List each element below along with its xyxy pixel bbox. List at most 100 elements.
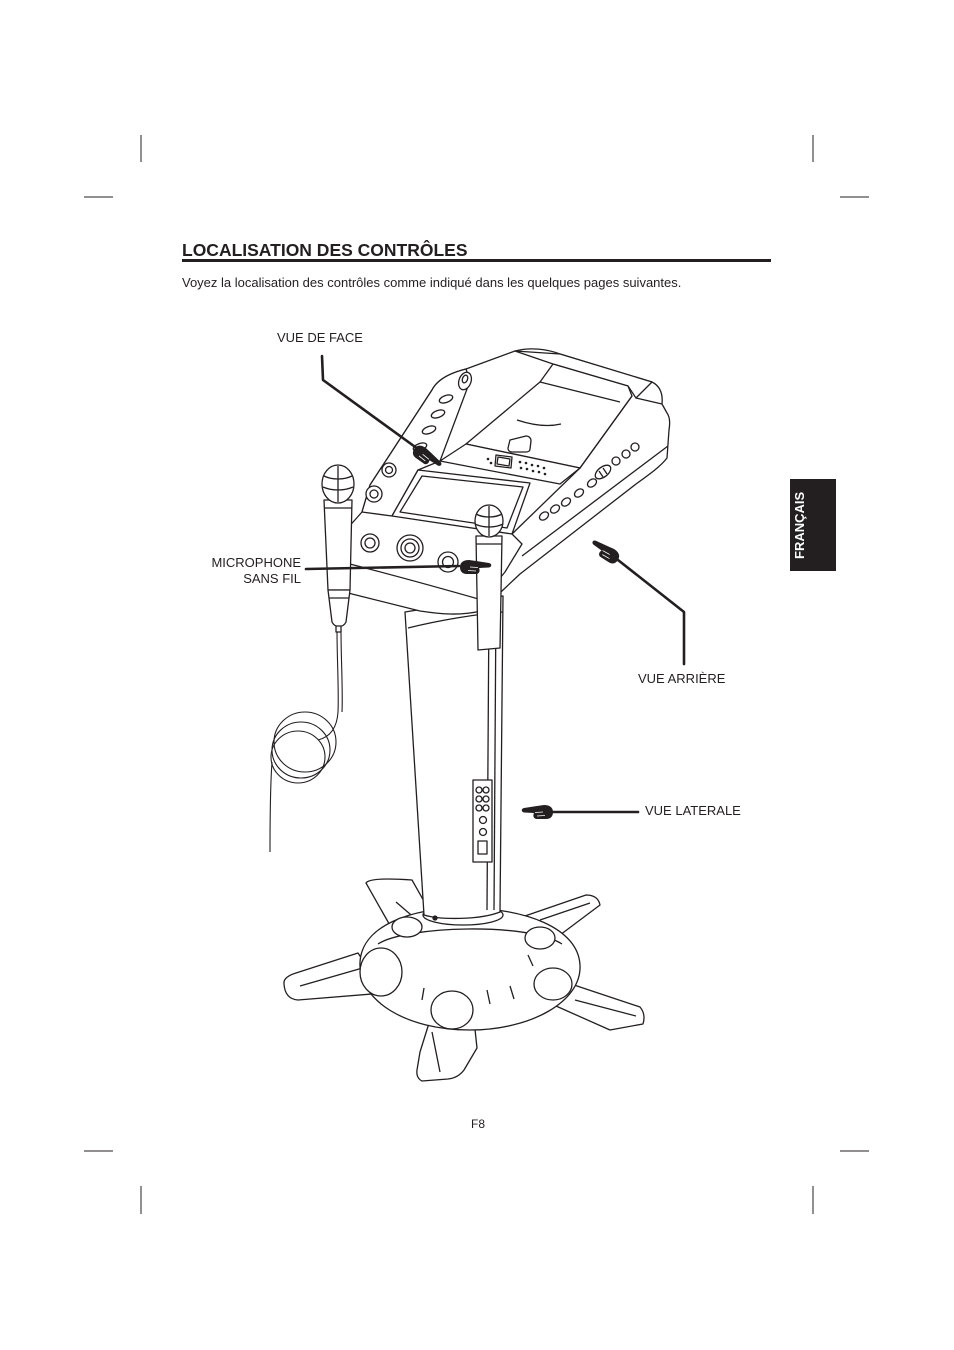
jack — [475, 795, 483, 803]
microphone-grill — [322, 466, 354, 502]
jack — [482, 795, 490, 803]
microphone-body — [323, 499, 353, 591]
crop-marks — [84, 135, 869, 1214]
pointing-hand-icon — [521, 805, 553, 819]
base-knuckle — [524, 926, 556, 950]
knob-center — [364, 537, 376, 549]
base-grip-line — [486, 989, 491, 1005]
control-button — [549, 504, 561, 514]
display-button — [524, 461, 528, 465]
display-button — [519, 466, 523, 470]
disc-lid-edge — [539, 381, 621, 403]
control-button — [438, 394, 454, 404]
stand-column — [404, 595, 504, 921]
control-button — [630, 442, 640, 452]
disc-lid-slot — [516, 419, 562, 427]
wireless-microphone-left — [321, 464, 355, 633]
label-rear-view: VUE ARRIÈRE — [638, 671, 726, 686]
jack — [475, 804, 483, 812]
leader-line-front-view — [320, 354, 420, 451]
microphone-body — [475, 535, 503, 651]
microphone-tip — [335, 625, 342, 633]
jack — [482, 786, 490, 794]
base-knuckle — [533, 967, 573, 1001]
display-button — [486, 457, 490, 461]
knob-center — [369, 489, 379, 499]
hand-detail — [418, 453, 430, 462]
hand-detail — [602, 550, 610, 559]
control-button — [573, 488, 585, 498]
jack — [482, 804, 490, 812]
leader-lines — [304, 354, 686, 814]
display-buttons — [486, 457, 547, 476]
base-knuckle — [359, 947, 403, 997]
base-leg-detail — [299, 966, 367, 987]
control-button — [611, 456, 621, 466]
rocker-detail — [598, 467, 608, 478]
tray-lip — [333, 559, 483, 601]
label-wireless-mic-line1: MICROPHONE — [211, 555, 301, 570]
leader-line-rear-view — [616, 558, 686, 666]
display-button — [531, 469, 535, 473]
base-leg-detail — [574, 999, 637, 1017]
right-face-band — [521, 445, 669, 557]
karaoke-console — [329, 348, 671, 615]
column-side-panel-edge — [493, 597, 497, 911]
language-tab: FRANÇAIS — [790, 479, 836, 571]
display-button — [537, 470, 541, 474]
display-button — [542, 466, 546, 470]
page-title: LOCALISATION DES CONTRÔLES — [182, 240, 468, 260]
wireless-microphone-right — [474, 504, 504, 651]
hand-shape — [412, 445, 442, 466]
jack — [475, 786, 483, 794]
volume-rocker-button — [594, 464, 612, 480]
column-dot — [432, 915, 438, 921]
control-button — [538, 511, 550, 521]
page-number: F8 — [470, 1117, 485, 1131]
intro-text: Voyez la localisation des contrôles comm… — [182, 275, 682, 290]
base-grip-line — [421, 987, 425, 1001]
title-underline — [182, 259, 771, 262]
control-button — [421, 425, 437, 435]
microphone-cord — [269, 629, 343, 853]
base-leg-detail — [431, 1031, 441, 1073]
cord-line — [340, 629, 343, 713]
microphone-grip — [327, 589, 351, 628]
hand-detail — [534, 811, 546, 817]
base-grip-line — [509, 985, 515, 1000]
microphone-grill — [474, 506, 504, 536]
label-side-view: VUE LATERALE — [645, 803, 741, 818]
display-window-inner — [496, 456, 511, 467]
base-knuckle — [391, 916, 423, 938]
label-wireless-mic-line2: SANS FIL — [243, 571, 301, 586]
language-tab-label: FRANÇAIS — [792, 491, 807, 559]
cord-coil — [273, 711, 337, 773]
mic-icon-inner — [461, 374, 469, 384]
rear-edge — [635, 397, 663, 405]
jack — [478, 815, 488, 825]
base-leg-detail — [539, 902, 591, 921]
power-switch — [477, 840, 488, 855]
display-button — [525, 467, 529, 471]
display-button — [536, 464, 540, 468]
display-button — [543, 472, 547, 476]
label-front-view: VUE DE FACE — [277, 330, 363, 345]
base-knuckle — [430, 990, 474, 1030]
lid-open-button — [507, 435, 532, 453]
control-button — [430, 409, 446, 419]
control-button — [560, 497, 572, 507]
pointing-hand-icon — [460, 560, 492, 574]
control-button — [586, 478, 598, 488]
knob-center — [384, 465, 394, 475]
jack — [478, 827, 488, 837]
cord-line — [269, 761, 273, 853]
display-button — [518, 460, 522, 464]
display-button — [489, 461, 493, 465]
leader-line-wireless-mic — [304, 564, 461, 571]
knob-center — [404, 542, 416, 554]
display-button — [530, 463, 534, 467]
cord-coil — [270, 730, 326, 784]
hand-detail — [467, 566, 479, 572]
base-leg-front — [416, 1019, 478, 1082]
